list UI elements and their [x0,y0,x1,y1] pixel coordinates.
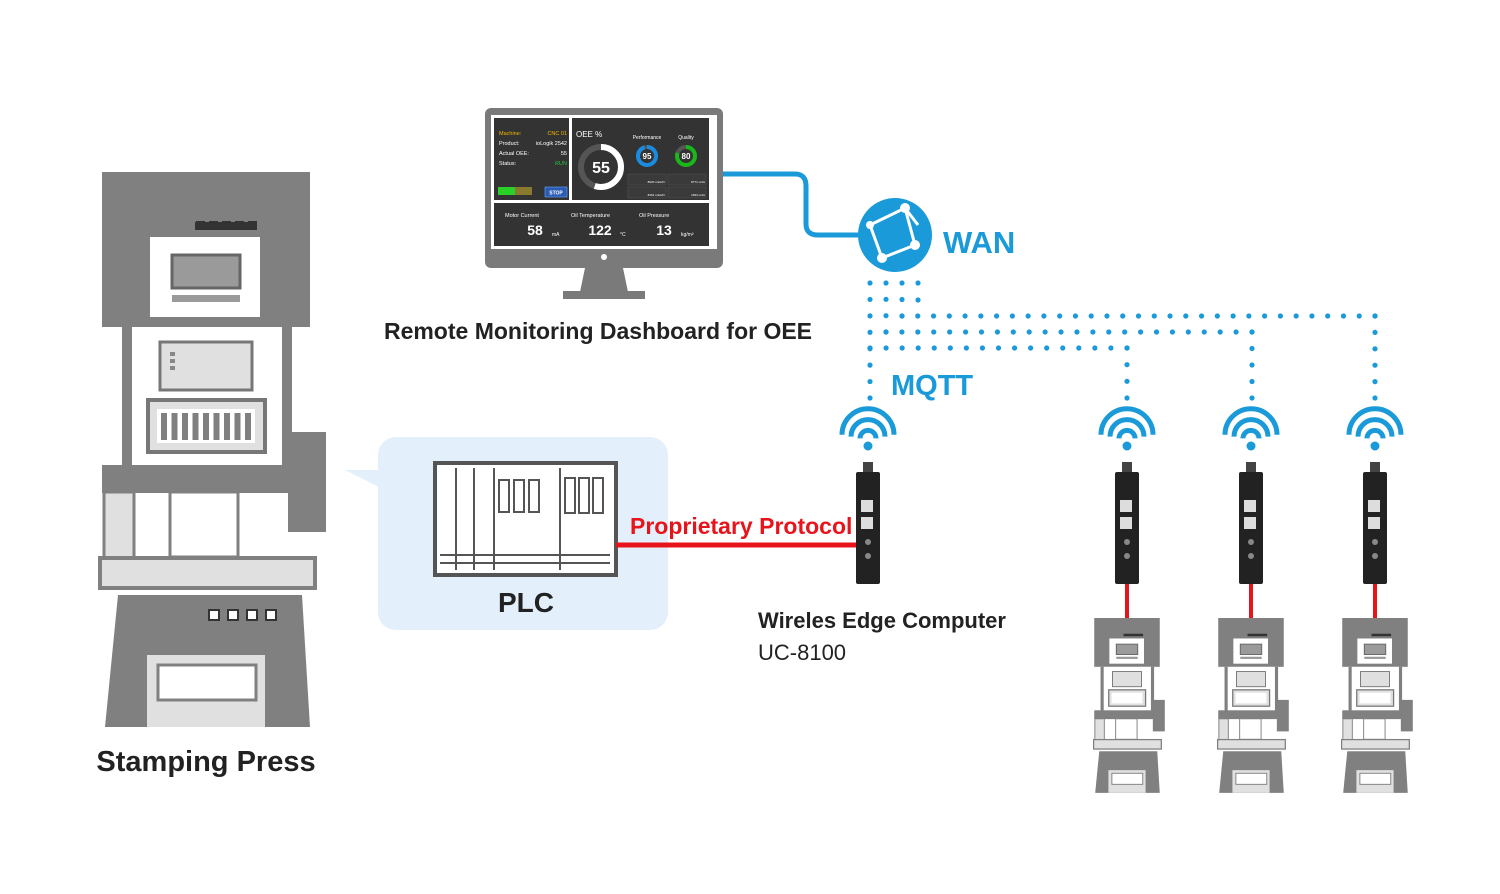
plc-label: PLC [498,587,554,618]
status-value: RUN [555,161,567,167]
uc-8100-device [1239,462,1263,584]
machine-label: Machine: [499,131,522,137]
stamping-press [1340,618,1413,793]
edge-node-main [839,406,897,584]
edge-computer-title: Wireles Edge Computer [758,608,1006,633]
motor-current-label: Motor Current [505,213,539,219]
edge-node [1092,406,1165,793]
motor-current-unit: mA [552,232,560,238]
press-key-lights [161,221,277,621]
mqtt-dotted-links [867,280,1378,401]
stop-button-label: STOP [549,191,563,197]
wifi-icon [1098,406,1156,451]
oee-gauge-value: 55 [592,160,610,177]
stat-value: 1693 units [691,193,705,197]
stamping-press [1216,618,1289,793]
edge-computer-model: UC-8100 [758,640,846,665]
oil-temp-label: Oil Temperature [571,213,610,219]
performance-title: Performance [633,135,662,141]
quality-gauge [675,145,697,167]
product-label: Product: [499,141,520,147]
oee-value: 55 [561,151,567,157]
edge-node [1216,406,1289,793]
oee-title: OEE % [576,130,602,139]
oil-pressure-unit: kg/m² [681,232,694,238]
performance-value: 95 [643,152,652,161]
oee-gauge [578,144,624,190]
oil-temp-value: 122 [588,222,612,238]
stat-value: 8771 units [691,180,705,184]
uc-8100-device [1115,462,1139,584]
motor-current-value: 58 [527,222,543,238]
globe-icon [858,198,932,272]
oil-temp-unit: °C [620,232,626,238]
stamping-press [1216,618,1289,793]
dashboard-label: Remote Monitoring Dashboard for OEE [384,318,812,344]
performance-gauge [636,145,658,167]
oil-pressure-label: Oil Pressure [639,213,669,219]
dashboard-screen: Machine: CNC 01 Product: ioLogik 2542 Ac… [498,130,707,238]
quality-value: 80 [682,152,691,161]
wifi-icon [1222,406,1280,451]
stop-button[interactable] [544,186,568,198]
stamping-press [1092,618,1165,793]
stat-value: 8920 units/hr [648,180,665,184]
stamping-press [1340,618,1413,793]
mqtt-label: MQTT [891,370,973,402]
product-value: ioLogik 2542 [536,141,567,147]
wan-label: WAN [943,225,1015,260]
uc-8100-device [1363,462,1387,584]
quality-title: Quality [678,135,694,141]
stamping-press-label: Stamping Press [96,746,315,778]
uc-8100-device [856,462,880,584]
stat-value: 8464 units/hr [648,193,665,197]
run-progress-bar [498,187,515,195]
machine-value: CNC 01 [547,131,567,137]
wifi-icon [1346,406,1404,451]
wifi-icon [839,406,897,451]
plc-icon [433,461,618,577]
stamping-press [98,172,326,727]
protocol-label: Proprietary Protocol [630,513,852,539]
oee-label: Actual OEE: [499,151,529,157]
wan-link [723,171,860,238]
status-label: Status: [499,161,517,167]
stamping-press [1092,618,1165,793]
edge-node [1340,406,1413,793]
oil-pressure-value: 13 [656,222,672,238]
